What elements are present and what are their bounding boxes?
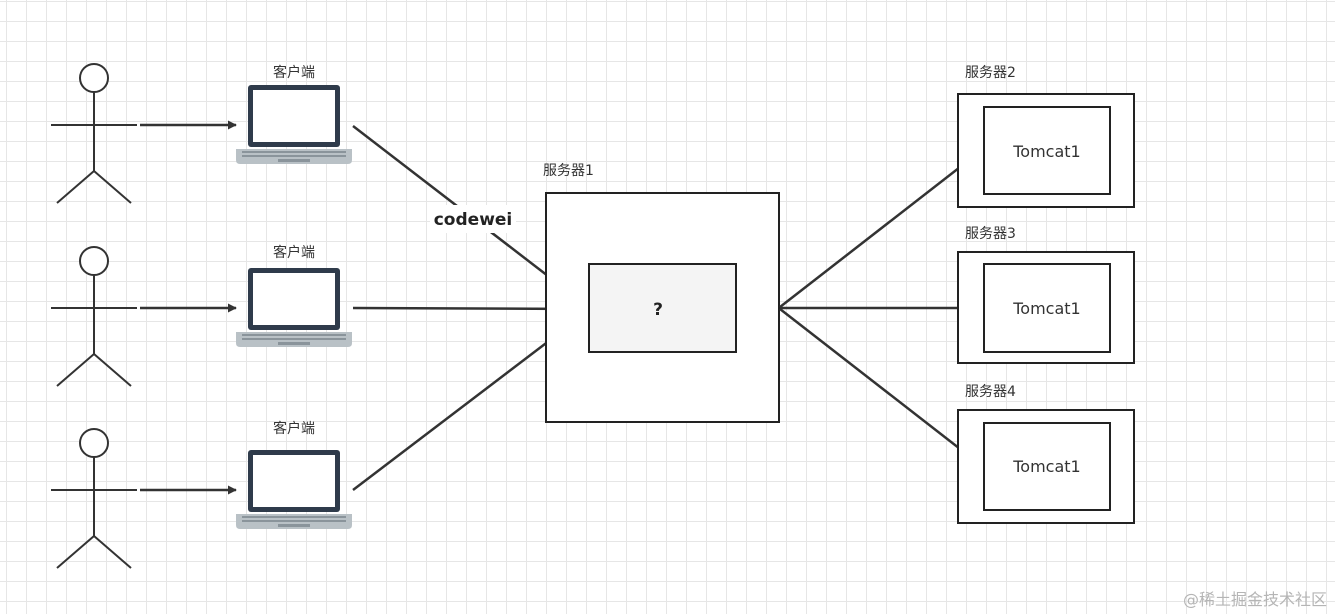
client-group-3: 客户端 xyxy=(50,420,352,569)
client-label: 客户端 xyxy=(273,244,315,261)
annotation-background xyxy=(430,205,516,233)
user-icon xyxy=(50,428,138,569)
tomcat-box xyxy=(983,106,1111,195)
proxy-to-server-arrow-4 xyxy=(779,308,983,467)
proxy-server-label: 服务器1 xyxy=(543,163,594,179)
proxy-server: 服务器1 ? xyxy=(543,163,780,423)
user-icon xyxy=(50,246,138,387)
client-label: 客户端 xyxy=(273,64,315,81)
server-2: 服务器2 Tomcat1 xyxy=(957,65,1135,208)
server-label: 服务器2 xyxy=(965,65,1016,81)
proxy-inner-box xyxy=(588,263,737,353)
laptop-icon xyxy=(236,268,352,347)
user-icon xyxy=(50,63,138,204)
tomcat-box xyxy=(983,263,1111,353)
proxy-server-box xyxy=(545,192,780,423)
server-3: 服务器3 Tomcat1 xyxy=(957,226,1135,364)
server-label: 服务器3 xyxy=(965,226,1016,242)
tomcat-label: Tomcat1 xyxy=(1012,142,1080,161)
annotation-text: codewei xyxy=(434,210,513,230)
tomcat-label: Tomcat1 xyxy=(1012,299,1080,318)
server-4: 服务器4 Tomcat1 xyxy=(957,384,1135,524)
laptop-icon xyxy=(236,450,352,529)
client-group-1: 客户端 xyxy=(50,63,352,204)
watermark: @稀土掘金技术社区 xyxy=(1182,590,1327,609)
proxy-inner-label: ? xyxy=(653,300,663,320)
laptop-icon xyxy=(236,85,352,164)
server-label: 服务器4 xyxy=(965,384,1016,400)
client-label: 客户端 xyxy=(273,420,315,437)
tomcat-label: Tomcat1 xyxy=(1012,457,1080,476)
tomcat-box xyxy=(983,422,1111,511)
proxy-to-server-arrow-2 xyxy=(779,149,983,308)
client-group-2: 客户端 xyxy=(50,244,352,387)
